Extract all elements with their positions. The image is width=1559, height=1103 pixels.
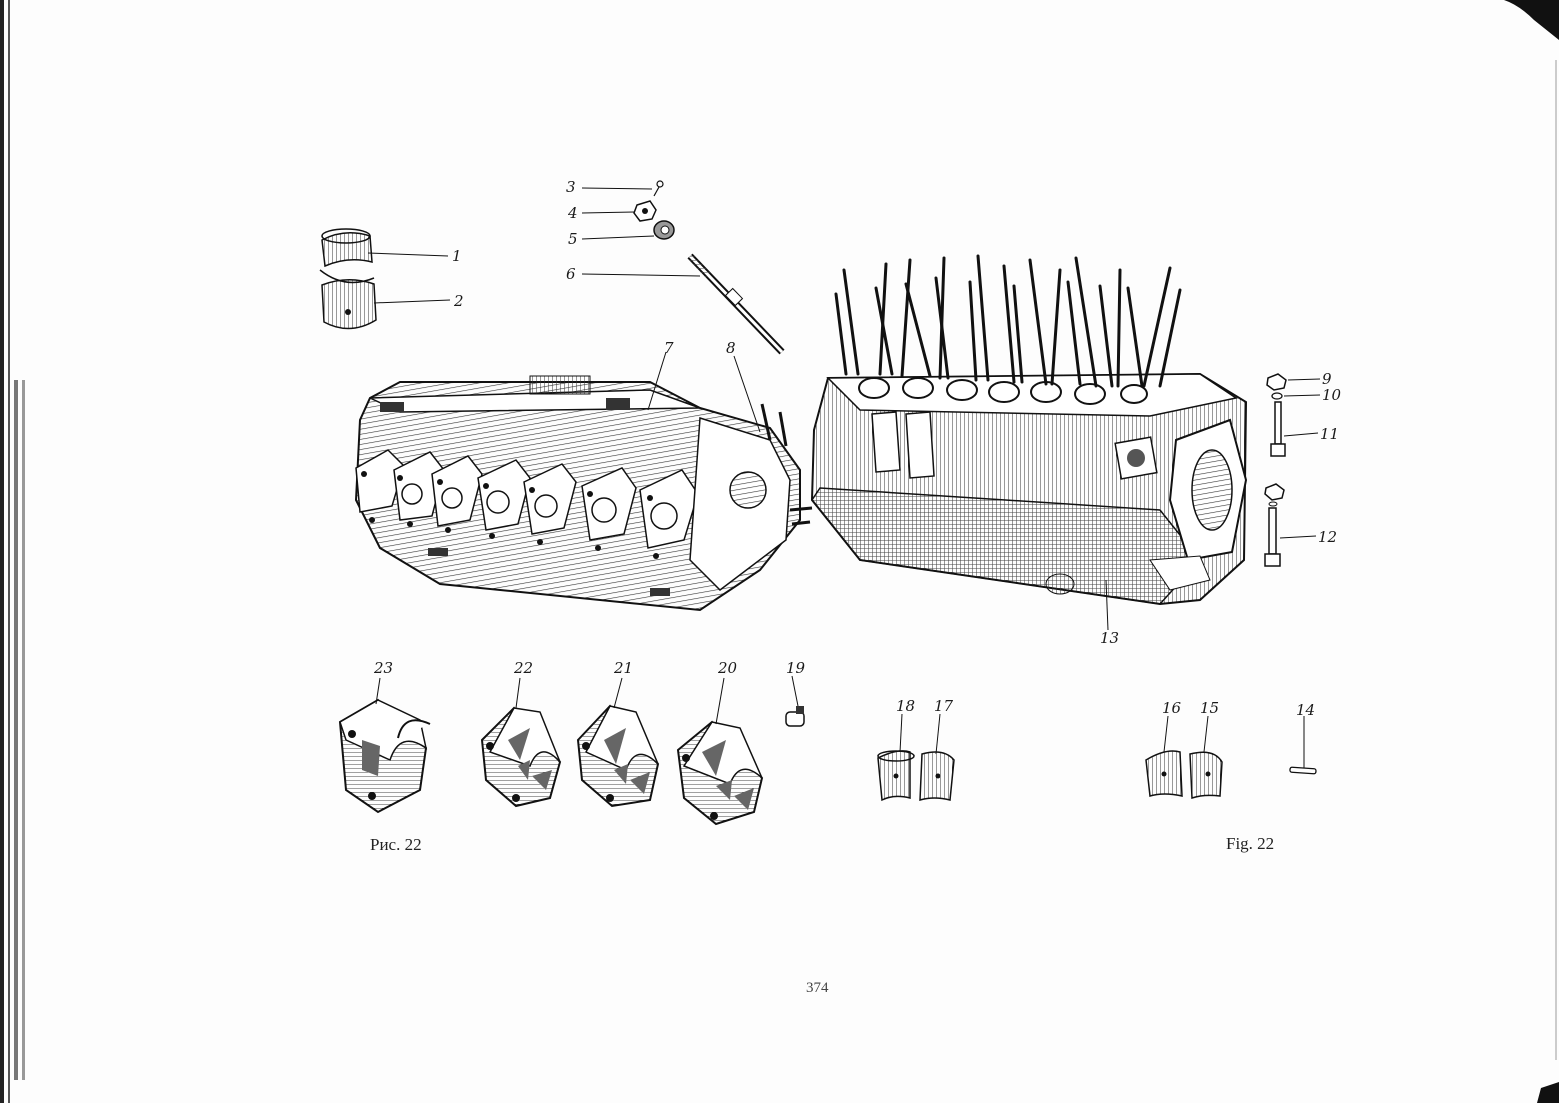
bearing-shell-part-15 (1189, 751, 1223, 800)
callout-18: 18 (896, 697, 916, 715)
cylinder-block-part-13 (810, 254, 1248, 606)
callout-16: 16 (1162, 699, 1182, 717)
plug-part-19 (785, 706, 805, 727)
figure-caption-english: Fig. 22 (1226, 834, 1275, 853)
callout-1: 1 (452, 247, 462, 265)
callout-7: 7 (664, 339, 674, 357)
bearing-cap-part-21 (576, 704, 660, 808)
callout-13: 13 (1100, 629, 1120, 647)
bolt-part-12 (1264, 483, 1285, 567)
stud-bolt-part-6 (687, 253, 785, 355)
lower-crankcase-part-7 (354, 375, 813, 612)
callout-17: 17 (934, 697, 954, 715)
callout-11: 11 (1320, 425, 1340, 443)
page-number: 374 (806, 980, 829, 996)
scan-binding-edge-left (0, 0, 25, 1103)
callout-23: 23 (374, 659, 394, 677)
bearing-shell-part-17 (919, 751, 955, 802)
cotter-pin-part-3 (653, 180, 664, 197)
callout-4: 4 (568, 204, 578, 222)
figure-caption-russian: Рис. 22 (370, 835, 422, 854)
bearing-cap-part-23 (338, 698, 431, 814)
callout-6: 6 (566, 265, 576, 283)
callout-15: 15 (1200, 699, 1220, 717)
bearing-cap-part-20 (676, 720, 764, 826)
callout-14: 14 (1296, 701, 1316, 719)
callout-5: 5 (568, 230, 578, 248)
bearing-shell-lower-part-2 (319, 269, 377, 330)
callout-19: 19 (786, 659, 806, 677)
callout-2: 2 (454, 292, 464, 310)
castle-nut-part-4 (633, 200, 657, 222)
callout-9: 9 (1322, 370, 1332, 388)
callout-12: 12 (1318, 528, 1338, 546)
callout-21: 21 (614, 659, 634, 677)
callout-10: 10 (1322, 386, 1342, 404)
washer-part-10 (1271, 392, 1283, 400)
callout-22: 22 (514, 659, 534, 677)
washer-part-5 (653, 220, 675, 240)
callout-8: 8 (726, 339, 736, 357)
bolt-part-11 (1270, 401, 1286, 457)
callout-3: 3 (566, 178, 576, 196)
dowel-pin-part-14 (1289, 766, 1317, 775)
bearing-shell-upper-part-1 (321, 228, 373, 268)
scan-corner-right (1504, 0, 1559, 1103)
bearing-shell-part-16 (1145, 750, 1183, 797)
bearing-shell-part-18 (877, 750, 915, 802)
nut-part-9 (1266, 373, 1287, 391)
callout-20: 20 (718, 659, 738, 677)
bearing-cap-part-22 (480, 706, 562, 808)
